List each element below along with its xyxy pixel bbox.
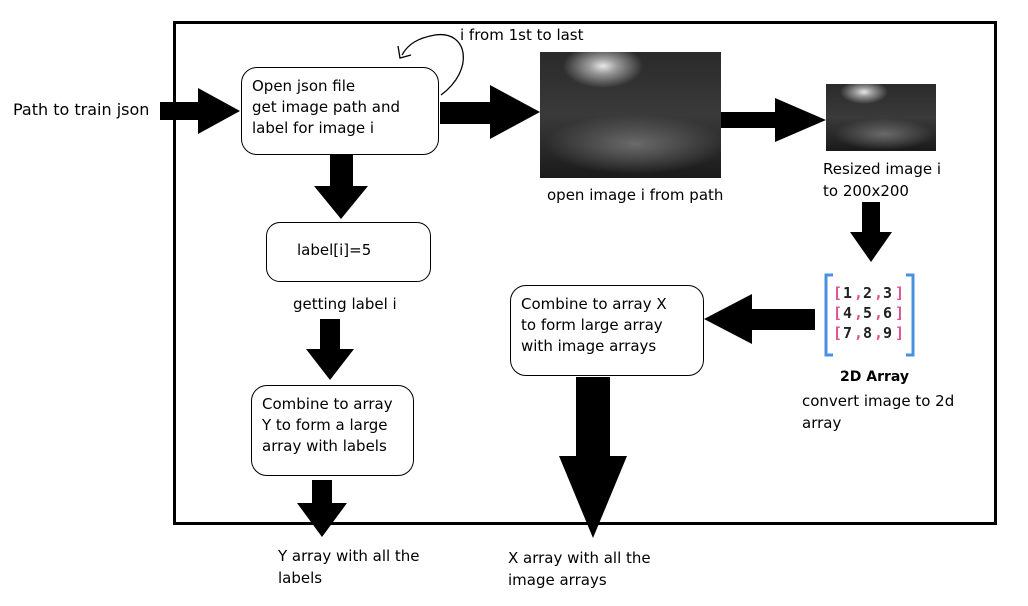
matrix-cell: 3 (883, 284, 893, 302)
matrix-row-1: [ 1 , 2 , 3 ] (833, 284, 905, 302)
convert-caption-line-1: convert image to 2d (802, 392, 955, 410)
matrix-cell: 5 (863, 304, 873, 322)
matrix-2d-array: [ 1 , 2 , 3 ] [ 4 , 5 , 6 ] [ 7 , 8 , 9 … (824, 273, 916, 357)
matrix-cell: 1 (843, 284, 853, 302)
combine-y-line-1: Combine to array (262, 395, 393, 413)
arrow-resized-to-matrix (850, 202, 892, 262)
arrow-loop-head (397, 45, 412, 59)
combine-x-line-2: to form large array (521, 316, 663, 334)
open-json-box: Open json file get image path and label … (241, 67, 439, 155)
matrix-cell: 8 (863, 324, 873, 342)
arrow-loop (401, 34, 465, 96)
arrow-label-to-combine-y (306, 319, 354, 380)
combine-y-box: Combine to array Y to form a large array… (251, 385, 414, 476)
combine-y-line-2: Y to form a large (262, 416, 388, 434)
matrix-row-2: [ 4 , 5 , 6 ] (833, 304, 905, 322)
combine-y-line-3: array with labels (262, 437, 387, 455)
label-box: label[i]=5 (266, 222, 431, 282)
resized-caption-line-1: Resized image i (823, 160, 942, 178)
combine-x-line-1: Combine to array X (521, 295, 667, 313)
matrix-cell: 2 (863, 284, 873, 302)
arrow-combine-y-to-output (297, 480, 347, 537)
convert-caption-line-2: array (802, 414, 842, 432)
open-json-line-2: get image path and (252, 98, 400, 116)
label-box-text: label[i]=5 (297, 241, 372, 259)
x-output-line-2: image arrays (508, 571, 607, 589)
y-output-line-2: labels (278, 569, 323, 587)
arrow-open-json-to-image (440, 85, 540, 139)
open-image-caption: open image i from path (547, 186, 724, 204)
matrix-cell: 7 (843, 324, 853, 342)
training-image (540, 52, 721, 178)
matrix-cell: 9 (883, 324, 893, 342)
matrix-cell: 6 (883, 304, 893, 322)
y-output-line-1: Y array with all the (278, 547, 420, 565)
arrow-matrix-to-combine-x (704, 294, 815, 344)
matrix-left-bracket (824, 273, 833, 357)
matrix-title: 2D Array (840, 369, 910, 385)
arrow-image-to-resized (720, 98, 826, 142)
matrix-cell: 4 (843, 304, 853, 322)
open-json-line-3: label for image i (252, 119, 375, 137)
loop-label: i from 1st to last (460, 26, 584, 44)
open-json-line-1: Open json file (252, 77, 356, 95)
input-label: Path to train json (13, 100, 150, 119)
resized-image (826, 84, 936, 151)
arrow-combine-x-to-output (559, 377, 627, 538)
combine-x-line-3: with image arrays (521, 337, 657, 355)
resized-caption-line-2: to 200x200 (823, 182, 909, 200)
getting-label-caption: getting label i (293, 295, 397, 313)
matrix-row-3: [ 7 , 8 , 9 ] (833, 324, 905, 342)
x-output-line-1: X array with all the (508, 549, 651, 567)
combine-x-box: Combine to array X to form large array w… (510, 285, 704, 376)
arrow-open-json-to-label (314, 155, 368, 219)
arrow-input-to-open-json (160, 88, 240, 134)
matrix-right-bracket (906, 273, 915, 357)
pipeline-frame (173, 21, 997, 525)
